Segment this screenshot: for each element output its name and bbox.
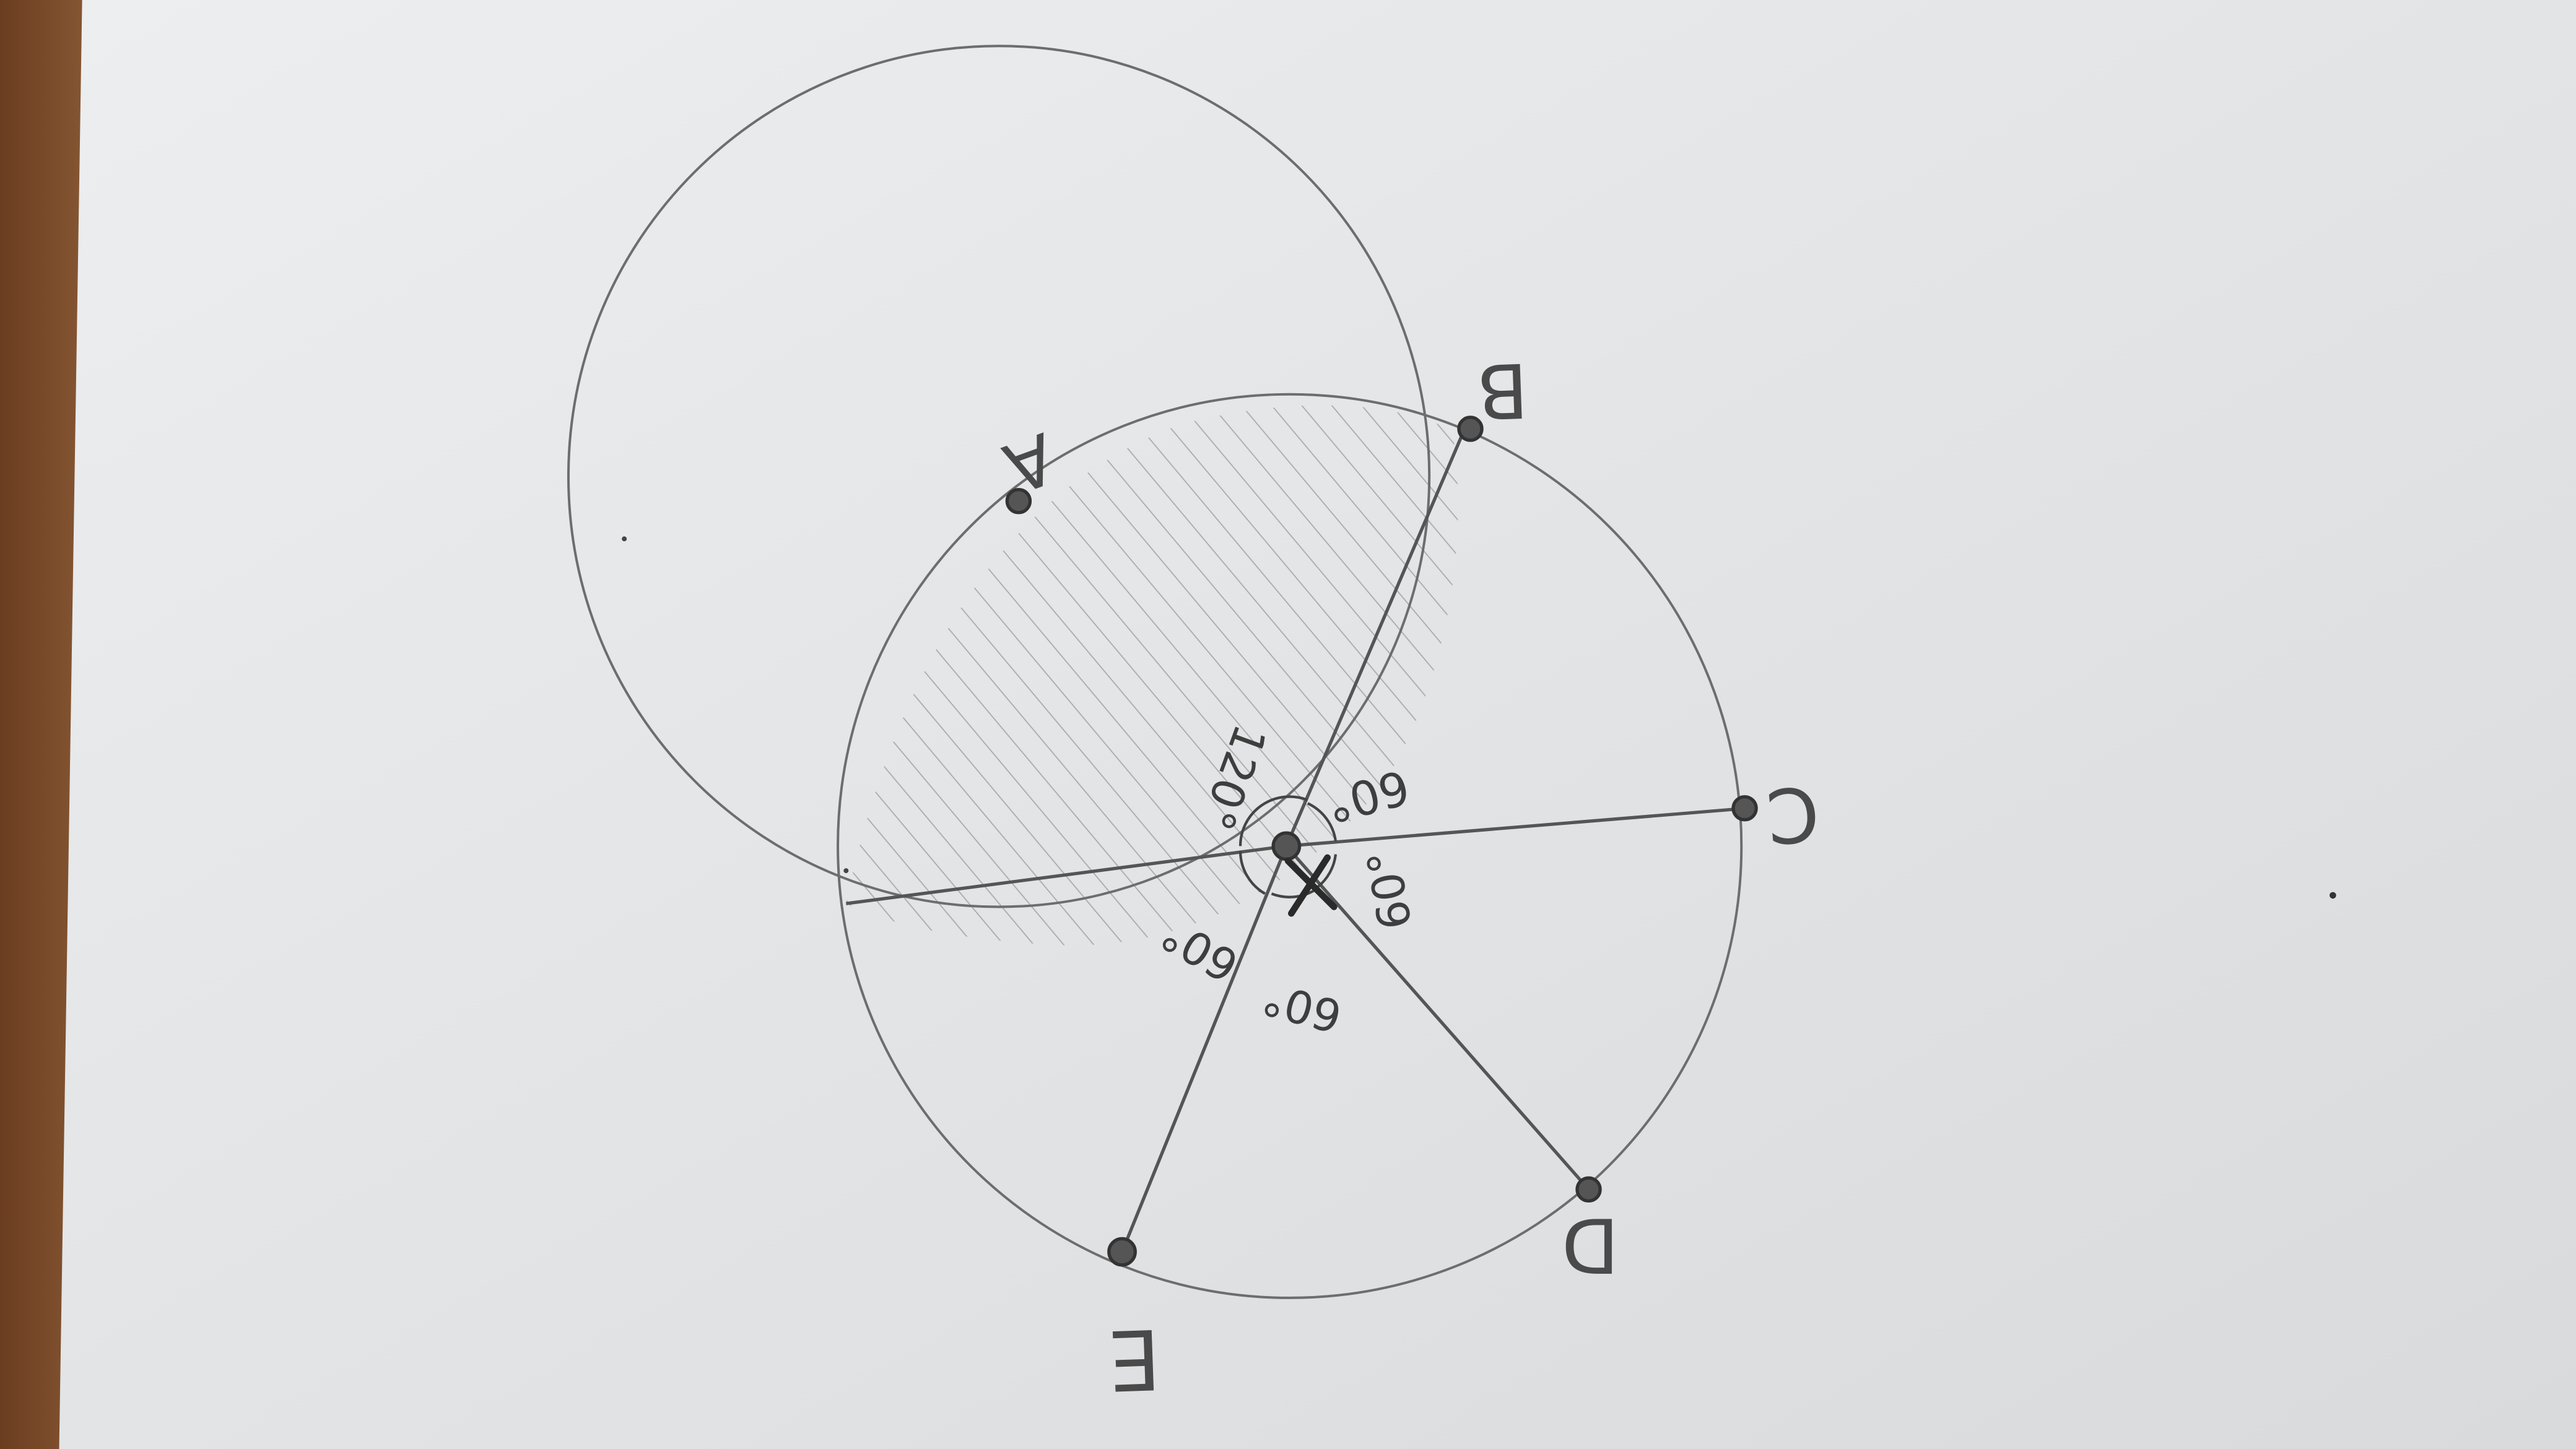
point-a (1005, 487, 1032, 515)
pencil-dot (622, 536, 627, 542)
label-d: D (1562, 1201, 1619, 1289)
radii (845, 426, 1747, 1253)
point-b (1457, 416, 1484, 442)
radius-x-left (845, 844, 1287, 905)
x-mark (1284, 854, 1338, 917)
arc-bc (1307, 802, 1338, 842)
point-x-dot (1271, 831, 1302, 861)
point-e (1107, 1237, 1137, 1267)
radius-xc (1286, 806, 1747, 848)
pencil-dot (843, 868, 849, 874)
arc-de (1271, 889, 1315, 899)
radius-xd (1285, 845, 1590, 1191)
radius-xe (1120, 845, 1288, 1253)
point-d (1575, 1176, 1602, 1203)
shaded-region (846, 405, 1458, 946)
arc-left-b (1238, 795, 1308, 846)
radius-xb (1284, 426, 1467, 847)
pencil-dot (2330, 892, 2336, 899)
label-e: E (1107, 1310, 1162, 1409)
arc-e-left (1238, 851, 1266, 895)
point-c (1731, 795, 1758, 822)
label-b: B (1475, 346, 1530, 435)
angle-arcs (1238, 795, 1338, 899)
circle-center (837, 393, 1743, 1299)
circle-left (567, 45, 1431, 908)
points (1005, 416, 1758, 1267)
arc-cd (1316, 854, 1338, 889)
label-c: C (1763, 768, 1822, 860)
